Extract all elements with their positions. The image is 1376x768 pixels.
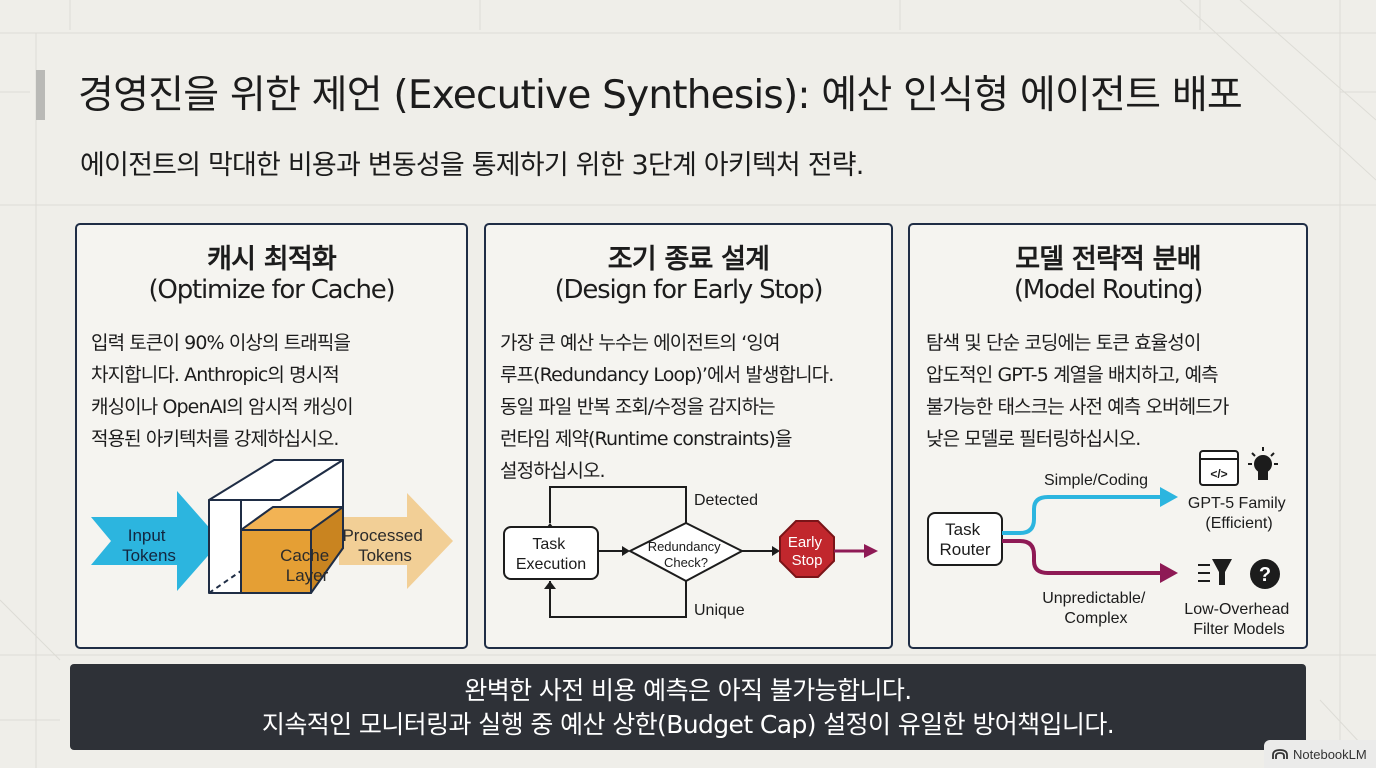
early-stop-arrow [864,544,878,558]
simple-route-arrow [1160,487,1178,507]
banner-line-2: 지속적인 모니터링과 실행 중 예산 상한(Budget Cap) 설정이 유일… [261,710,1115,739]
early-stop-card-title: 조기 종료 설계 [607,244,770,275]
svg-text:?: ? [1259,564,1271,586]
processed-tokens-arrow [339,493,453,589]
code-window-icon: </> [1199,450,1239,486]
redundancy-check-diamond [627,521,745,583]
cache-card-title: 캐시 최적화 [207,244,337,275]
notebooklm-logo-icon [1272,749,1288,759]
filter-models-label: Low-Overhead Filter Models [1184,601,1293,638]
model-routing-card-title: 모델 전략적 분배 [1015,244,1201,275]
question-icon: ? [1250,559,1280,589]
model-routing-card-body: 탐색 및 단순 코딩에는 토큰 효율성이 압도적인 GPT-5 계열을 배치하고… [926,332,1229,450]
processed-tokens-label: Processed Tokens [342,526,427,565]
input-tokens-arrow [91,491,221,591]
gpt5-family-label: GPT-5 Family (Efficient) [1188,495,1290,532]
model-routing-card: Task Router Simple/Coding Unpredictable/… [908,223,1308,649]
early-stop-octagon [779,520,835,578]
early-stop-card: Task Execution Redundancy Check? Detecte… [484,223,893,649]
complex-route-arrow [1160,563,1178,583]
early-stop-diagram: Task Execution Redundancy Check? Detecte… [503,486,878,619]
complex-route-line [1002,539,1162,575]
early-stop-card-body: 가장 큰 예산 누수는 에이전트의 ‘잉여 루프(Redundancy Loop… [500,332,834,482]
model-routing-card-subtitle: (Model Routing) [1013,275,1204,305]
task-router-label: Task Router [939,520,990,559]
title-accent-bar [36,70,45,120]
input-tokens-label: Input Tokens [122,526,176,565]
early-stop-card-subtitle: (Design for Early Stop) [554,275,824,305]
lightbulb-icon [1248,447,1278,480]
early-stop-label: Early Stop [788,534,826,569]
banner-line-1: 완벽한 사전 비용 예측은 아직 불가능합니다. [464,676,912,705]
model-routing-diagram: Task Router Simple/Coding Unpredictable/… [927,447,1293,638]
redundancy-check-label: Redundancy Check? [648,539,725,570]
cache-layer-label: Cache Layer [280,546,334,585]
conclusion-banner: 완벽한 사전 비용 예측은 아직 불가능합니다. 지속적인 모니터링과 실행 중… [70,664,1306,750]
watermark-label: NotebookLM [1293,746,1367,762]
task-execution-label: Task Execution [516,536,586,573]
cache-card-body: 입력 토큰이 90% 이상의 트래픽을 차지합니다. Anthropic의 명시… [91,332,354,450]
filter-icon [1198,559,1232,585]
svg-text:</>: </> [1210,467,1227,481]
cache-card: Input Tokens Processed Tokens Cache Laye… [75,223,468,649]
unique-label: Unique [694,602,745,619]
detected-loop-line [549,486,687,523]
complex-label: Unpredictable/ Complex [1042,590,1150,627]
simple-route-line [1002,495,1162,535]
unique-loop-line [549,579,687,618]
page-subtitle: 에이전트의 막대한 비용과 변동성을 통제하기 위한 3단계 아키텍처 전략. [80,150,864,181]
cache-diagram: Input Tokens Processed Tokens Cache Laye… [91,459,453,594]
page-title: 경영진을 위한 제언 (Executive Synthesis): 예산 인식형… [78,73,1243,118]
cache-layer-cube [208,459,344,594]
simple-coding-label: Simple/Coding [1044,472,1148,489]
notebooklm-watermark: NotebookLM [1264,740,1376,768]
task-execution-box [503,526,599,580]
detected-label: Detected [694,492,758,509]
cache-card-subtitle: (Optimize for Cache) [148,275,395,305]
